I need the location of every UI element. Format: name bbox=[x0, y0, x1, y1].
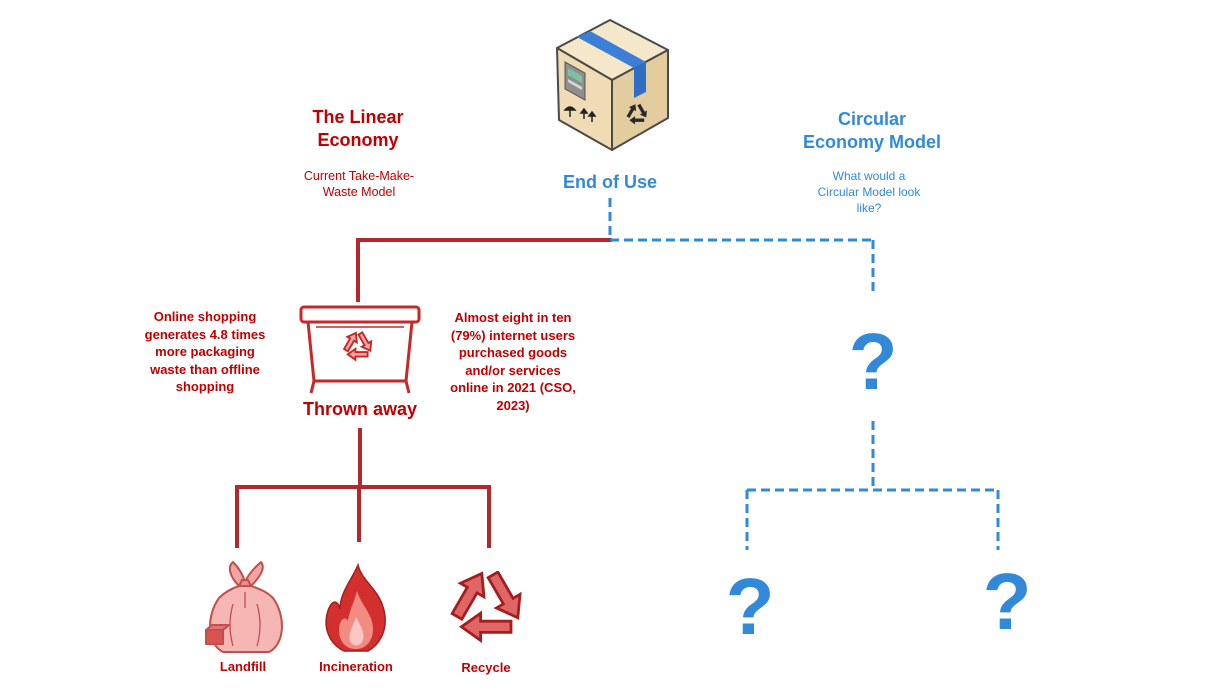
linear-subtitle-line: Current Take-Make- bbox=[303, 169, 415, 183]
note-line: Almost eight in ten bbox=[454, 310, 572, 325]
box-right-face bbox=[611, 49, 669, 151]
note-line: shopping bbox=[175, 379, 235, 394]
circular-title-line: Economy Model bbox=[802, 132, 941, 152]
circular-economy-subtitle: What would a Circular Model look like? bbox=[769, 168, 969, 216]
internet-users-note: Almost eight in ten (79%) internet users… bbox=[433, 309, 593, 415]
note-line: online in 2021 (CSO, bbox=[450, 380, 576, 396]
note-line: Online shopping bbox=[153, 309, 257, 324]
box-label-panel bbox=[568, 68, 582, 83]
bin-legs bbox=[309, 380, 411, 394]
box-label-lines bbox=[568, 79, 582, 90]
circular-subtitle-line: like? bbox=[856, 201, 882, 215]
recycle-label: Recycle bbox=[461, 660, 511, 675]
note-line: 2023) bbox=[496, 397, 530, 413]
note-line: waste than offline bbox=[150, 361, 260, 377]
note-line: purchased goods bbox=[458, 345, 568, 361]
circular-connectors bbox=[608, 198, 1000, 550]
box-tape-top bbox=[577, 31, 646, 68]
circular-economy-title: Circular Economy Model bbox=[772, 108, 972, 154]
linear-connectors bbox=[235, 238, 612, 548]
recycle-icon bbox=[447, 571, 527, 642]
linear-title-line: Economy bbox=[317, 130, 399, 150]
recycle-arrows bbox=[447, 571, 527, 642]
trash-bag-icon bbox=[205, 561, 283, 653]
cardboard-box-icon bbox=[556, 19, 669, 151]
question-mark-icon: ? bbox=[725, 562, 775, 651]
bag-knot bbox=[238, 579, 252, 587]
circular-title-line: Circular bbox=[837, 109, 907, 129]
bag-debris-flap bbox=[205, 624, 230, 631]
note-line: more packaging bbox=[155, 344, 255, 359]
linear-title-line: The Linear bbox=[312, 107, 404, 127]
linear-subtitle-line: Waste Model bbox=[322, 184, 396, 199]
box-handling-symbols bbox=[563, 106, 597, 122]
linear-economy-subtitle: Current Take-Make- Waste Model bbox=[259, 169, 459, 200]
circular-subtitle-line: Circular Model look bbox=[817, 185, 921, 199]
question-mark-icon: ? bbox=[982, 557, 1032, 646]
end-of-use-label: End of Use bbox=[562, 172, 657, 192]
recycle-bin-icon bbox=[299, 305, 421, 394]
online-shopping-note: Online shopping generates 4.8 times more… bbox=[125, 308, 285, 396]
linear-economy-title: The Linear Economy bbox=[258, 106, 458, 152]
incineration-label: Incineration bbox=[319, 659, 393, 674]
note-line: (79%) internet users bbox=[450, 327, 576, 343]
fire-icon bbox=[325, 563, 386, 652]
note-line: and/or services bbox=[465, 362, 561, 378]
bag-debris-box bbox=[205, 629, 224, 645]
circular-subtitle-line: What would a bbox=[832, 169, 906, 183]
bag-right-ear bbox=[244, 561, 264, 587]
thrown-away-label: Thrown away bbox=[302, 399, 418, 419]
flame-inner bbox=[349, 617, 364, 646]
landfill-label: Landfill bbox=[219, 659, 267, 674]
bin-lid bbox=[299, 305, 421, 324]
question-mark-icon: ? bbox=[848, 317, 898, 406]
note-line: generates 4.8 times bbox=[144, 326, 266, 342]
box-tape-side bbox=[634, 62, 646, 98]
